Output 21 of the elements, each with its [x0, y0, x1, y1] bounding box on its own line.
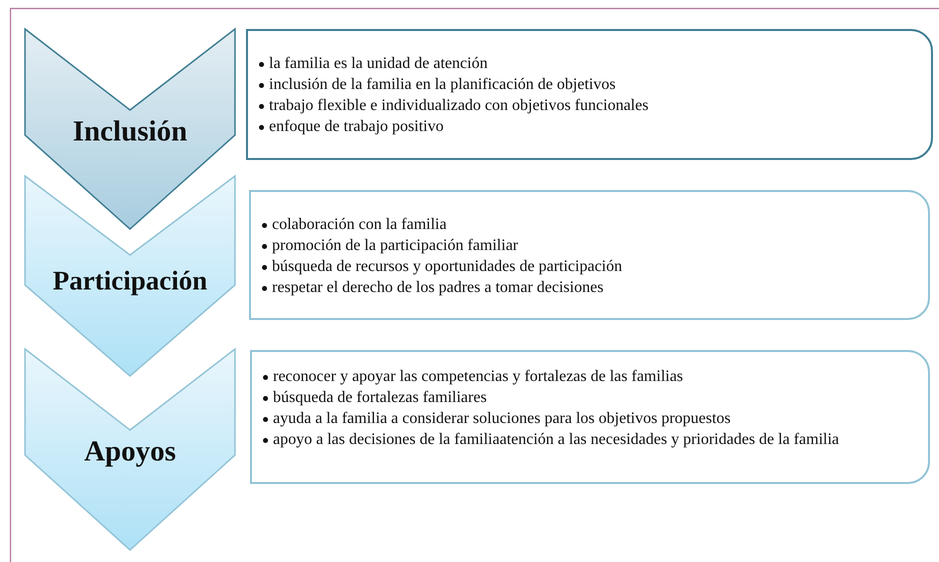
bullet-item: la familia es la unidad de atención: [258, 53, 911, 74]
bullet-item: inclusión de la familia en la planificación de objetivos: [258, 74, 911, 95]
text-panel: [249, 190, 930, 320]
bullet-item: apoyo a las decisiones de la familiaatención a las necesidades y prioridades de la familia: [262, 429, 908, 450]
chevron-shape: [25, 349, 235, 550]
chevron-shape: [25, 29, 235, 229]
text-panel: [250, 350, 930, 484]
bullet-item: reconocer y apoyar las competencias y fortalezas de las familias: [262, 366, 908, 387]
bullet-item: ayuda a la familia a considerar soluciones para los objetivos propuestos: [262, 408, 908, 429]
bullet-item: respetar el derecho de los padres a tomar decisiones: [261, 277, 908, 298]
bullet-item: búsqueda de fortalezas familiares: [262, 387, 908, 408]
chevron-shape: [25, 176, 235, 376]
stage-title: Participación: [52, 266, 208, 296]
bullet-item: colaboración con la familia: [261, 214, 908, 235]
stage-title: Inclusión: [72, 116, 188, 148]
bullet-item: promoción de la participación familiar: [261, 235, 908, 256]
text-panel: [246, 29, 933, 160]
bullet-item: búsqueda de recursos y oportunidades de participación: [261, 256, 908, 277]
stage-title: Apoyos: [83, 436, 177, 468]
bullet-item: trabajo flexible e individualizado con objetivos funcionales: [258, 95, 911, 116]
bullet-item: enfoque de trabajo positivo: [258, 116, 911, 137]
